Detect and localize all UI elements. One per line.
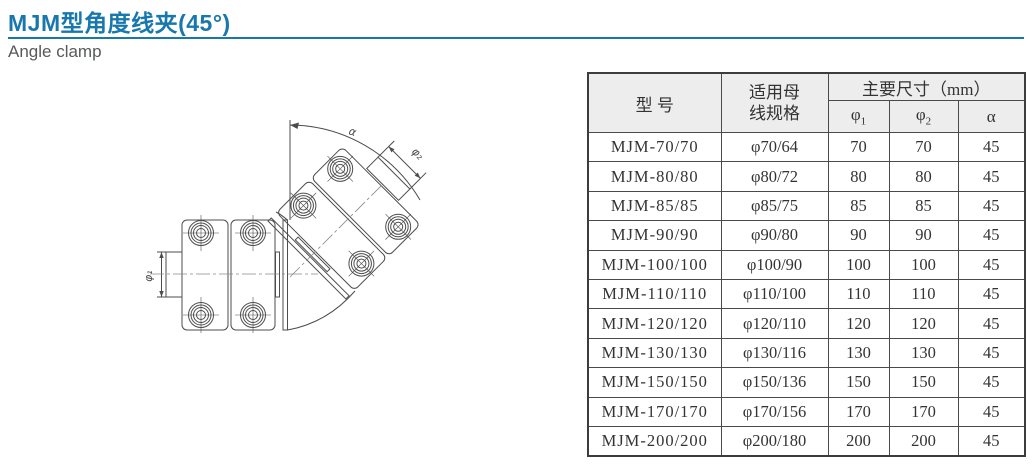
cell-model: MJM-70/70 — [587, 131, 722, 163]
col-header-busbar-line1: 适用母 — [749, 82, 800, 102]
cell-phi2: 130 — [888, 337, 959, 369]
cell-phi2: 100 — [888, 249, 959, 280]
cell-alpha: 45 — [957, 337, 1026, 369]
col-header-busbar: 适用母 线规格 — [720, 72, 829, 133]
cell-busbar: φ120/110 — [720, 308, 829, 339]
cell-model: MJM-100/100 — [587, 249, 722, 280]
table-row: MJM-130/130 φ130/116 130 130 45 — [587, 337, 1026, 369]
table-row: MJM-80/80 φ80/72 80 80 45 — [587, 161, 1026, 192]
cell-phi2: 170 — [888, 396, 959, 427]
cell-phi2: 90 — [888, 220, 959, 251]
spec-table: 型 号 适用母 线规格 主要尺寸（mm） φ1 φ2 α MJM-70/70 φ… — [587, 72, 1027, 458]
cell-model: MJM-110/110 — [587, 278, 722, 310]
cell-alpha: 45 — [957, 425, 1026, 457]
table-row: MJM-120/120 φ120/110 120 120 45 — [587, 308, 1026, 339]
cell-model: MJM-85/85 — [587, 190, 722, 222]
col-header-phi2: φ2 — [888, 100, 959, 133]
cell-busbar: φ110/100 — [720, 278, 829, 310]
cell-busbar: φ100/90 — [720, 249, 829, 280]
cell-model: MJM-200/200 — [587, 425, 722, 457]
cell-model: MJM-120/120 — [587, 308, 722, 339]
centerlines — [150, 184, 383, 278]
col-header-alpha: α — [957, 100, 1026, 133]
cell-phi1: 100 — [827, 249, 890, 280]
cell-phi1: 150 — [827, 367, 890, 398]
cell-busbar: φ130/116 — [720, 337, 829, 369]
table-row: MJM-100/100 φ100/90 100 100 45 — [587, 249, 1026, 280]
page-subtitle: Angle clamp — [8, 42, 102, 61]
cell-busbar: φ150/136 — [720, 367, 829, 398]
cell-alpha: 45 — [957, 367, 1026, 398]
cell-alpha: 45 — [957, 249, 1026, 280]
cell-busbar: φ90/80 — [720, 220, 829, 251]
cell-phi1: 85 — [827, 190, 890, 222]
cell-phi2: 200 — [888, 425, 959, 457]
cell-phi1: 120 — [827, 308, 890, 339]
table-row: MJM-110/110 φ110/100 110 110 45 — [587, 278, 1026, 310]
alpha-label: α — [347, 124, 359, 139]
col-header-model: 型 号 — [587, 72, 722, 133]
cell-model: MJM-80/80 — [587, 161, 722, 192]
cell-alpha: 45 — [957, 308, 1026, 339]
cell-phi2: 85 — [888, 190, 959, 222]
cell-phi1: 80 — [827, 161, 890, 192]
cell-phi2: 70 — [888, 131, 959, 163]
cell-phi1: 200 — [827, 425, 890, 457]
cell-phi2: 80 — [888, 161, 959, 192]
cell-alpha: 45 — [957, 396, 1026, 427]
cell-alpha: 45 — [957, 161, 1026, 192]
cell-model: MJM-170/170 — [587, 396, 722, 427]
table-row: MJM-200/200 φ200/180 200 200 45 — [587, 425, 1026, 457]
cell-model: MJM-150/150 — [587, 367, 722, 398]
phi2-label: φ₂ — [409, 145, 427, 163]
cell-busbar: φ80/72 — [720, 161, 829, 192]
page-title: MJM型角度线夹(45°) — [8, 10, 231, 36]
col-header-dimensions-group: 主要尺寸（mm） — [827, 72, 1026, 101]
cell-phi1: 130 — [827, 337, 890, 369]
table-row: MJM-170/170 φ170/156 170 170 45 — [587, 396, 1026, 427]
cell-phi1: 170 — [827, 396, 890, 427]
cell-busbar: φ85/75 — [720, 190, 829, 222]
cell-phi1: 90 — [827, 220, 890, 251]
spec-table-body: MJM-70/70 φ70/64 70 70 45 MJM-80/80 φ80/… — [587, 131, 1026, 457]
cell-busbar: φ200/180 — [720, 425, 829, 457]
cell-alpha: 45 — [957, 278, 1026, 310]
cell-model: MJM-130/130 — [587, 337, 722, 369]
cell-busbar: φ70/64 — [720, 131, 829, 163]
cell-phi2: 150 — [888, 367, 959, 398]
table-row: MJM-150/150 φ150/136 150 150 45 — [587, 367, 1026, 398]
table-row: MJM-85/85 φ85/75 85 85 45 — [587, 190, 1026, 222]
table-row: MJM-70/70 φ70/64 70 70 45 — [587, 131, 1026, 163]
cell-alpha: 45 — [957, 220, 1026, 251]
cell-phi2: 120 — [888, 308, 959, 339]
cell-model: MJM-90/90 — [587, 220, 722, 251]
cell-phi1: 110 — [827, 278, 890, 310]
cell-phi2: 110 — [888, 278, 959, 310]
cell-alpha: 45 — [957, 131, 1026, 163]
title-divider — [8, 37, 1024, 39]
phi1-label: φ₁ — [142, 270, 155, 282]
col-header-phi1: φ1 — [827, 100, 890, 133]
clamp-outline — [157, 120, 427, 334]
table-row: MJM-90/90 φ90/80 90 90 45 — [587, 220, 1026, 251]
cell-busbar: φ170/156 — [720, 396, 829, 427]
cell-phi1: 70 — [827, 131, 890, 163]
cell-alpha: 45 — [957, 190, 1026, 222]
col-header-busbar-line2: 线规格 — [749, 104, 800, 123]
